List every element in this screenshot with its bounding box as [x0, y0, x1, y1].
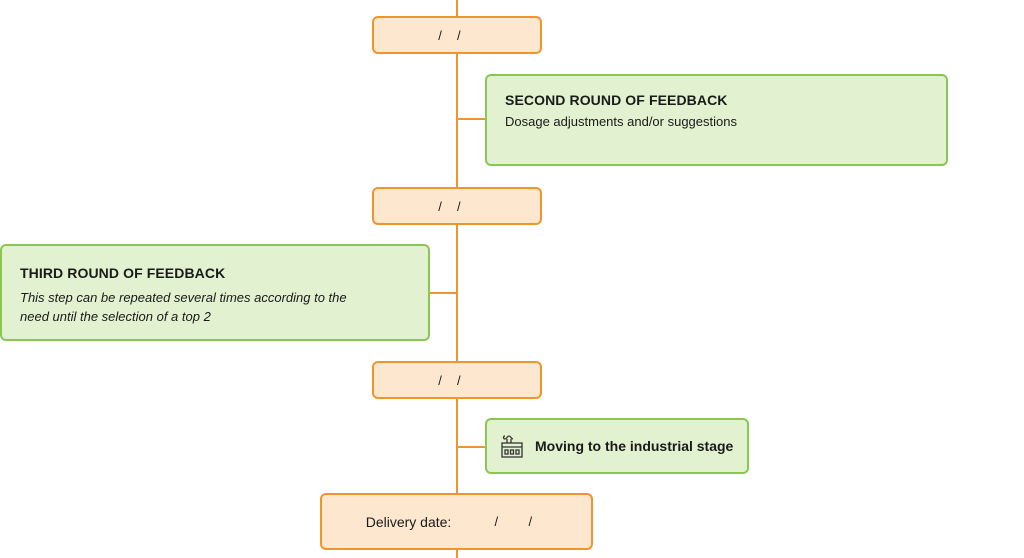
step-description: This step can be repeated several times … [20, 290, 347, 305]
date-separator: / [457, 198, 461, 214]
date-separator: / [438, 198, 442, 214]
date-box-3: / / [372, 361, 542, 399]
step-third-feedback: THIRD ROUND OF FEEDBACK This step can be… [0, 244, 430, 341]
timeline-line [456, 0, 458, 558]
date-separator: / [494, 514, 499, 529]
step-title: THIRD ROUND OF FEEDBACK [20, 265, 226, 281]
date-separator: / [438, 372, 442, 388]
delivery-date-label: Delivery date: [365, 513, 452, 530]
step-description: need until the selection of a top 2 [20, 309, 211, 324]
date-box-2: / / [372, 187, 542, 225]
delivery-date-box: Delivery date: / / [320, 493, 593, 550]
date-separator: / [438, 27, 442, 43]
step-second-feedback: SECOND ROUND OF FEEDBACK Dosage adjustme… [485, 74, 948, 166]
industrial-stage-box: Moving to the industrial stage [485, 418, 749, 474]
step-title: SECOND ROUND OF FEEDBACK [505, 92, 728, 108]
factory-icon [499, 433, 525, 459]
date-box-1: / / [372, 16, 542, 54]
date-separator: / [457, 372, 461, 388]
connector-line [429, 292, 457, 294]
connector-line [457, 446, 485, 448]
stage-label: Moving to the industrial stage [535, 438, 734, 454]
connector-line [457, 118, 485, 120]
step-description: Dosage adjustments and/or suggestions [505, 114, 737, 129]
date-separator: / [528, 514, 533, 529]
date-separator: / [457, 27, 461, 43]
